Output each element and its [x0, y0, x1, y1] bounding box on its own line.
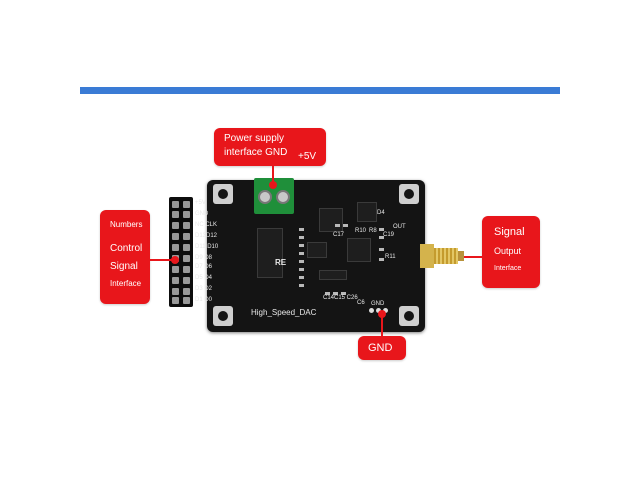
pin-label: NC CLK — [195, 222, 218, 228]
callout-text: Power supply — [224, 133, 285, 144]
mounting-hole — [213, 306, 233, 326]
component-label: C19 — [383, 232, 395, 238]
pin-label: GND — [195, 211, 209, 217]
component-label: R11 — [385, 254, 396, 260]
dac-chip — [257, 228, 283, 278]
signal-output-callout: Signal Output Interface — [482, 216, 540, 288]
component-label: R8 — [369, 228, 377, 234]
mounting-hole — [399, 306, 419, 326]
pin-label: D5 D4 — [195, 275, 213, 281]
control-signal-callout: Numbers Control Signal Interface — [100, 210, 150, 304]
blue-divider-bar — [80, 87, 560, 94]
callout-text: Signal — [494, 226, 525, 238]
component-label: C14C15 C26 — [323, 295, 358, 301]
callout-text: Numbers — [110, 220, 143, 229]
callout-anchor-dot — [269, 181, 277, 189]
out-silk-label: OUT — [393, 224, 406, 230]
sma-thread — [434, 248, 458, 264]
pin-label: D7 D6 — [195, 264, 213, 270]
gnd-pin-silk-label: GND — [371, 301, 385, 307]
callout-connector-line — [381, 316, 383, 336]
dac-pcb-board: OUT RE High_Speed_DAC GND C14C15 C26 C17… — [207, 180, 425, 332]
smd-array — [319, 270, 347, 280]
regulator-chip — [319, 208, 343, 232]
callout-text: Interface — [494, 265, 522, 272]
gnd-callout: GND — [358, 336, 406, 360]
power-supply-callout: Power supply interface GND +5V — [214, 128, 326, 166]
component-label: R10 — [355, 228, 367, 234]
board-name-label: High_Speed_DAC — [251, 308, 317, 317]
callout-text: Control — [110, 243, 143, 254]
callout-text: +5V — [298, 151, 317, 162]
callout-text: interface GND — [224, 147, 288, 158]
pin-label: D1 D0 — [195, 297, 213, 303]
callout-connector-line — [464, 256, 482, 258]
logo-silk-label: RE — [275, 258, 287, 267]
mounting-hole — [399, 184, 419, 204]
pin-header — [169, 197, 193, 307]
terminal-screw — [276, 190, 290, 204]
sma-tip — [458, 251, 464, 261]
callout-text: Signal — [110, 261, 138, 272]
ic-chip — [307, 242, 327, 258]
pin-label: D9 D8 — [195, 255, 213, 261]
component-label: D4 — [377, 210, 385, 216]
pin-label: +5V — [195, 200, 206, 206]
callout-anchor-dot — [378, 310, 386, 318]
pin-label: D11 D10 — [195, 244, 219, 250]
callout-text: Output — [494, 246, 522, 256]
callout-connector-line — [272, 166, 274, 184]
pin-label: D3 D2 — [195, 286, 213, 292]
callout-text: Interface — [110, 279, 142, 288]
terminal-screw — [258, 190, 272, 204]
sma-connector — [420, 244, 434, 268]
pin-label: D13D12 — [195, 233, 218, 239]
ic-chip — [357, 202, 377, 222]
component-label: C6 — [357, 300, 365, 306]
callout-anchor-dot — [171, 256, 179, 264]
callout-connector-line — [150, 259, 174, 261]
opamp-chip — [347, 238, 371, 262]
mounting-hole — [213, 184, 233, 204]
callout-text: GND — [368, 342, 393, 354]
component-label: C17 — [333, 232, 345, 238]
